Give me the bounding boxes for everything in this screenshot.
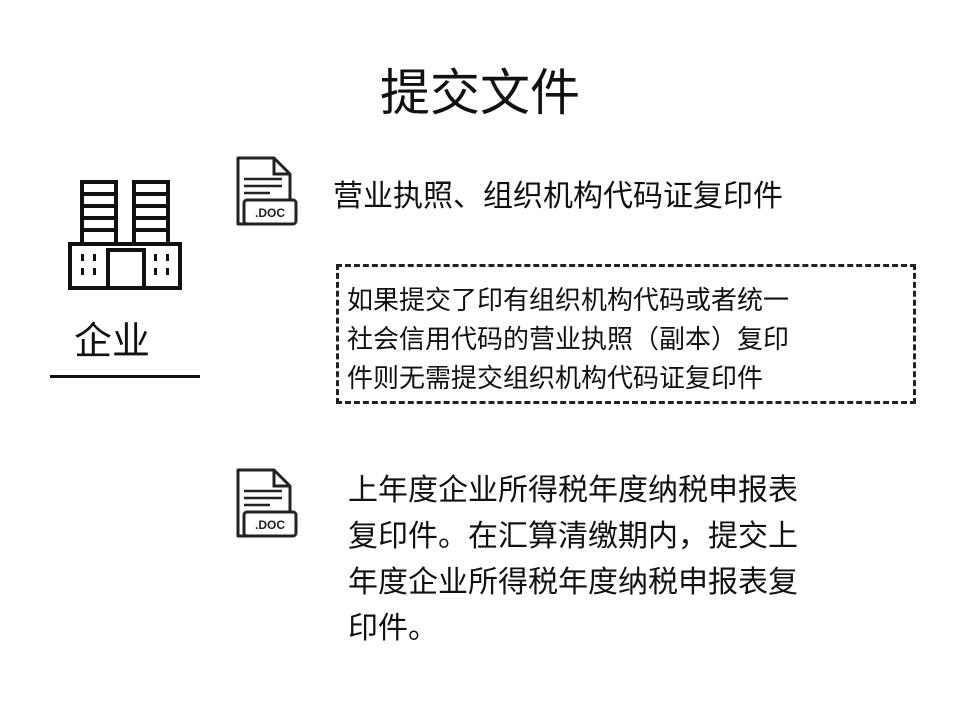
doc-file-icon: .DOC [236,468,298,538]
note-text: 如果提交了印有组织机构代码或者统一 社会信用代码的营业执照（副本）复印 件则无需… [347,286,790,394]
required-document-1: 营业执照、组织机构代码证复印件 [333,179,783,214]
entity-label: 企业 [74,319,151,363]
page-title: 提交文件 [380,64,580,122]
building-icon [68,180,182,290]
doc-file-icon: .DOC [236,156,298,226]
svg-text:.DOC: .DOC [255,206,285,220]
note-box [336,264,916,404]
svg-text:.DOC: .DOC [255,518,285,532]
divider [50,375,200,378]
required-document-2: 上年度企业所得税年度纳税申报表 复印件。在汇算清缴期内，提交上 年度企业所得税年… [348,473,798,646]
